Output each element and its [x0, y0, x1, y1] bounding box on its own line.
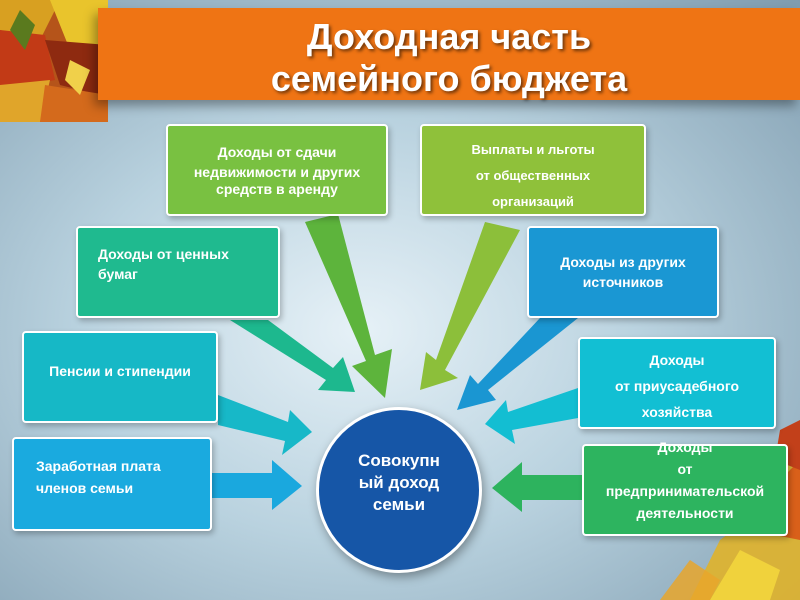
- source-pensions-line-1: Пенсии и стипендии: [49, 363, 191, 379]
- source-other-sources-line-2: источников: [582, 274, 664, 290]
- source-entrepreneurship-line-2: от: [677, 461, 693, 477]
- source-box-securities: Доходы от ценных бумаг: [76, 226, 280, 318]
- arrow-wages: [212, 460, 302, 510]
- arrow-pensions: [218, 395, 312, 455]
- source-public-orgs-line-1: Выплаты и льготы: [471, 142, 595, 157]
- arrow-household-plot: [485, 388, 578, 444]
- source-public-orgs-line-3: организаций: [492, 194, 574, 209]
- source-securities-line-2: бумаг: [98, 266, 138, 282]
- source-box-public-orgs: Выплаты и льготы от общественных организ…: [420, 124, 646, 216]
- arrow-entrepreneurship: [492, 462, 582, 512]
- total-income-circle: Совокупн ый доход семьи: [316, 407, 482, 573]
- center-line-3: семьи: [372, 495, 426, 514]
- center-line-1: Совокупн: [358, 451, 440, 470]
- source-entrepreneurship-line-1: Доходы: [657, 439, 713, 455]
- source-household-plot-line-1: Доходы: [649, 352, 705, 368]
- center-line-2: ый доход: [358, 473, 440, 492]
- source-public-orgs-line-2: от общественных: [475, 168, 591, 183]
- title-line-2: семейного бюджета: [270, 58, 628, 99]
- title-line-1: Доходная часть: [306, 16, 592, 57]
- source-rent-line-2: недвижимости и других: [193, 164, 361, 180]
- autumn-leaves-image: [0, 0, 108, 122]
- source-entrepreneurship-line-3: предпринимательской: [605, 483, 765, 499]
- source-wages-line-1: Заработная плата: [36, 458, 161, 474]
- source-box-pensions: Пенсии и стипендии: [22, 331, 218, 423]
- source-box-rent: Доходы от сдачи недвижимости и других ср…: [166, 124, 388, 216]
- source-securities-line-1: Доходы от ценных: [98, 246, 229, 262]
- source-entrepreneurship-line-4: деятельности: [636, 505, 734, 521]
- title-banner: Доходная часть семейного бюджета: [98, 8, 800, 100]
- source-wages-line-2: членов семьи: [36, 480, 134, 496]
- source-household-plot-line-2: от приусадебного: [614, 378, 740, 394]
- source-box-entrepreneurship: Доходы от предпринимательской деятельнос…: [582, 439, 788, 536]
- source-box-other-sources: Доходы из других источников: [527, 226, 719, 318]
- source-rent-line-3: средств в аренду: [216, 181, 338, 197]
- arrow-securities: [230, 320, 355, 392]
- source-other-sources-line-1: Доходы из других: [560, 254, 686, 270]
- source-rent-line-1: Доходы от сдачи: [217, 144, 337, 160]
- arrow-rent: [305, 214, 392, 398]
- source-household-plot-line-3: хозяйства: [641, 404, 713, 420]
- page-title: Доходная часть семейного бюджета: [98, 16, 800, 100]
- source-box-household-plot: Доходы от приусадебного хозяйства: [578, 337, 776, 429]
- source-box-wages: Заработная плата членов семьи: [12, 437, 212, 531]
- arrow-public-orgs: [420, 222, 520, 390]
- arrow-other-sources: [457, 318, 578, 410]
